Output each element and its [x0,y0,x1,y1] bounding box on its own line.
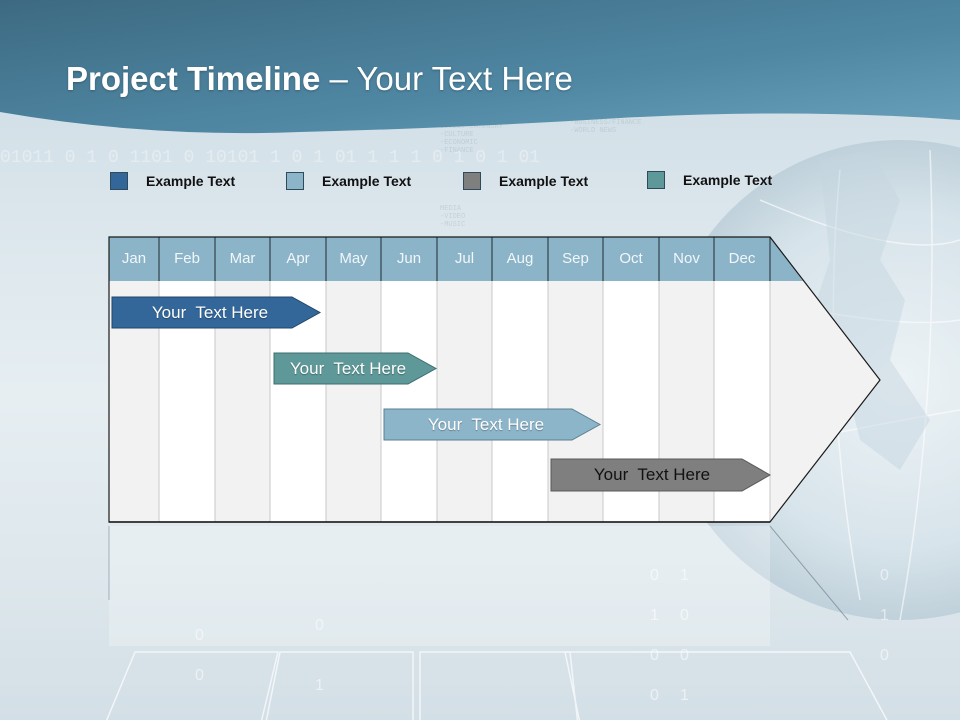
task-bar-2-label: Your Text Here [289,359,407,378]
month-jul: Jul [454,250,475,267]
task-bar-1-label: Your Text Here [151,303,269,322]
month-jun: Jun [396,250,422,267]
legend-swatch-teal [647,171,665,189]
legend-item-3: Example Text [463,170,588,192]
title-bold: Project Timeline [66,60,321,97]
title-subtitle: – Your Text Here [320,60,573,97]
legend-item-1: Example Text [110,170,235,192]
month-nov: Nov [673,250,700,267]
legend-swatch-light-blue [286,172,304,190]
task-bar-4-label: Your Text Here [593,465,711,484]
month-may: May [339,250,368,267]
month-mar: Mar [229,250,256,267]
legend-label: Example Text [322,173,412,189]
legend-swatch-dark-blue [110,172,128,190]
month-jan: Jan [121,250,147,267]
month-sep: Sep [562,250,589,267]
legend-item-4: Example Text [647,169,772,191]
legend-label: Example Text [499,173,589,189]
legend-label: Example Text [146,173,236,189]
month-feb: Feb [174,250,200,267]
task-bar-3-label: Your Text Here [427,415,545,434]
month-aug: Aug [506,250,534,267]
month-dec: Dec [728,250,756,267]
legend-swatch-gray [463,172,481,190]
legend-item-2: Example Text [286,170,411,192]
month-oct: Oct [619,250,643,267]
month-apr: Apr [286,250,310,267]
legend-label: Example Text [683,172,773,188]
page-title: Project Timeline – Your Text Here [66,60,573,98]
